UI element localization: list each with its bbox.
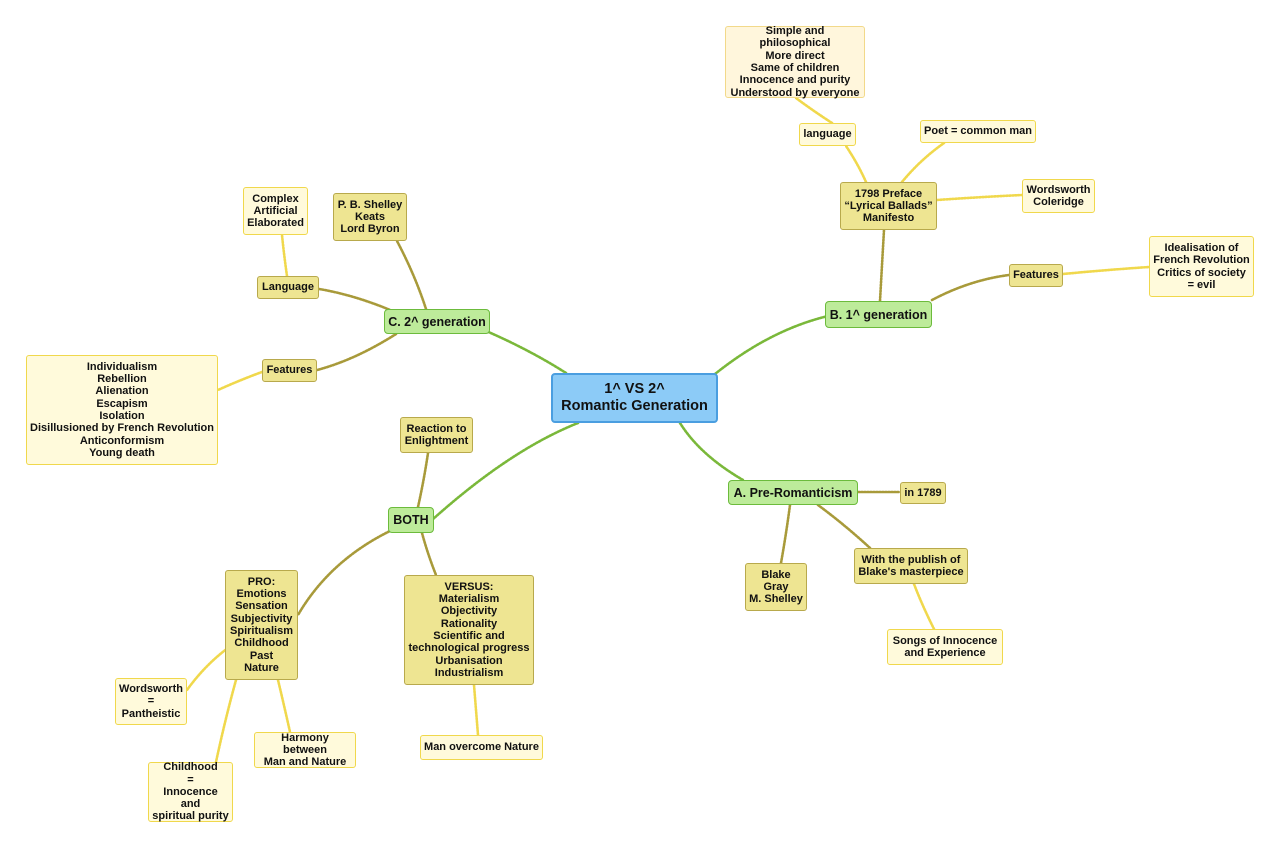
first-gen-language-desc[interactable]: Simple and philosophical More direct Sam…: [725, 25, 865, 99]
second-gen-language[interactable]: Language: [257, 276, 319, 299]
connector-features-to-desc: [1061, 265, 1151, 276]
connector-second-gen-to-features: [315, 332, 398, 372]
connector-central-to-second-gen: [482, 328, 568, 375]
man-overcome-nature[interactable]: Man overcome Nature: [420, 735, 543, 760]
connector-first-gen-to-preface: [878, 228, 886, 303]
connector-both-to-versus: [420, 531, 438, 577]
connector-pre-rom-to-authors: [779, 503, 792, 565]
connector-central-to-both: [430, 421, 580, 522]
second-gen-language-desc[interactable]: Complex Artificial Elaborated: [243, 187, 308, 235]
connector-pro-to-harmony: [276, 678, 292, 734]
connector-pro-to-wordsworth: [185, 646, 230, 692]
branch-second-generation[interactable]: C. 2^ generation: [384, 309, 490, 334]
connector-features-to-desc-c: [216, 370, 264, 392]
wordsworth-pantheistic[interactable]: Wordsworth = Pantheistic: [115, 678, 187, 725]
second-gen-features[interactable]: Features: [262, 359, 317, 382]
connector-first-gen-to-features: [930, 273, 1011, 302]
lyrical-ballads-preface[interactable]: 1798 Preface “Lyrical Ballads” Manifesto: [840, 182, 937, 230]
connector-publish-to-work: [912, 582, 936, 631]
connector-versus-to-overcome: [472, 683, 480, 737]
first-gen-language[interactable]: language: [799, 123, 856, 146]
songs-of-innocence[interactable]: Songs of Innocence and Experience: [887, 629, 1003, 665]
first-gen-authors[interactable]: Wordsworth Coleridge: [1022, 179, 1095, 213]
branch-pre-romanticism[interactable]: A. Pre-Romanticism: [728, 480, 858, 505]
connector-preface-to-poet: [900, 141, 946, 184]
pro-list[interactable]: PRO: Emotions Sensation Subjectivity Spi…: [225, 570, 298, 680]
connector-second-gen-to-authors: [395, 239, 428, 311]
branch-both[interactable]: BOTH: [388, 507, 434, 533]
pre-romantic-authors[interactable]: Blake Gray M. Shelley: [745, 563, 807, 611]
poet-common-man[interactable]: Poet = common man: [920, 120, 1036, 143]
first-gen-features-desc[interactable]: Idealisation of French Revolution Critic…: [1149, 236, 1254, 297]
connector-both-to-pro: [296, 528, 394, 617]
central-topic[interactable]: 1^ VS 2^ Romantic Generation: [551, 373, 718, 423]
connector-language-to-desc: [794, 96, 834, 125]
connector-preface-to-language: [844, 144, 868, 184]
second-gen-authors[interactable]: P. B. Shelley Keats Lord Byron: [333, 193, 407, 241]
branch-first-generation[interactable]: B. 1^ generation: [825, 301, 932, 328]
second-gen-features-desc[interactable]: Individualism Rebellion Alienation Escap…: [26, 355, 218, 465]
connector-pro-to-childhood: [214, 678, 238, 764]
connector-central-to-first-gen: [713, 314, 830, 376]
connector-language-to-desc-c: [280, 233, 289, 278]
date-1789[interactable]: in 1789: [900, 482, 946, 504]
connector-pre-rom-to-publish: [816, 503, 872, 550]
childhood-innocence[interactable]: Childhood = Innocence and spiritual puri…: [148, 761, 233, 822]
blake-masterpiece-note[interactable]: With the publish of Blake's masterpiece: [854, 548, 968, 584]
versus-list[interactable]: VERSUS: Materialism Objectivity Rational…: [404, 575, 534, 685]
harmony-man-nature[interactable]: Harmony between Man and Nature: [254, 732, 356, 768]
connector-preface-to-authors: [935, 193, 1024, 202]
connector-both-to-reaction: [416, 451, 430, 509]
reaction-to-enlightenment[interactable]: Reaction to Enlightment: [400, 417, 473, 453]
connector-central-to-pre-romanticism: [678, 421, 745, 482]
connector-second-gen-to-language: [317, 287, 397, 314]
first-gen-features[interactable]: Features: [1009, 264, 1063, 287]
